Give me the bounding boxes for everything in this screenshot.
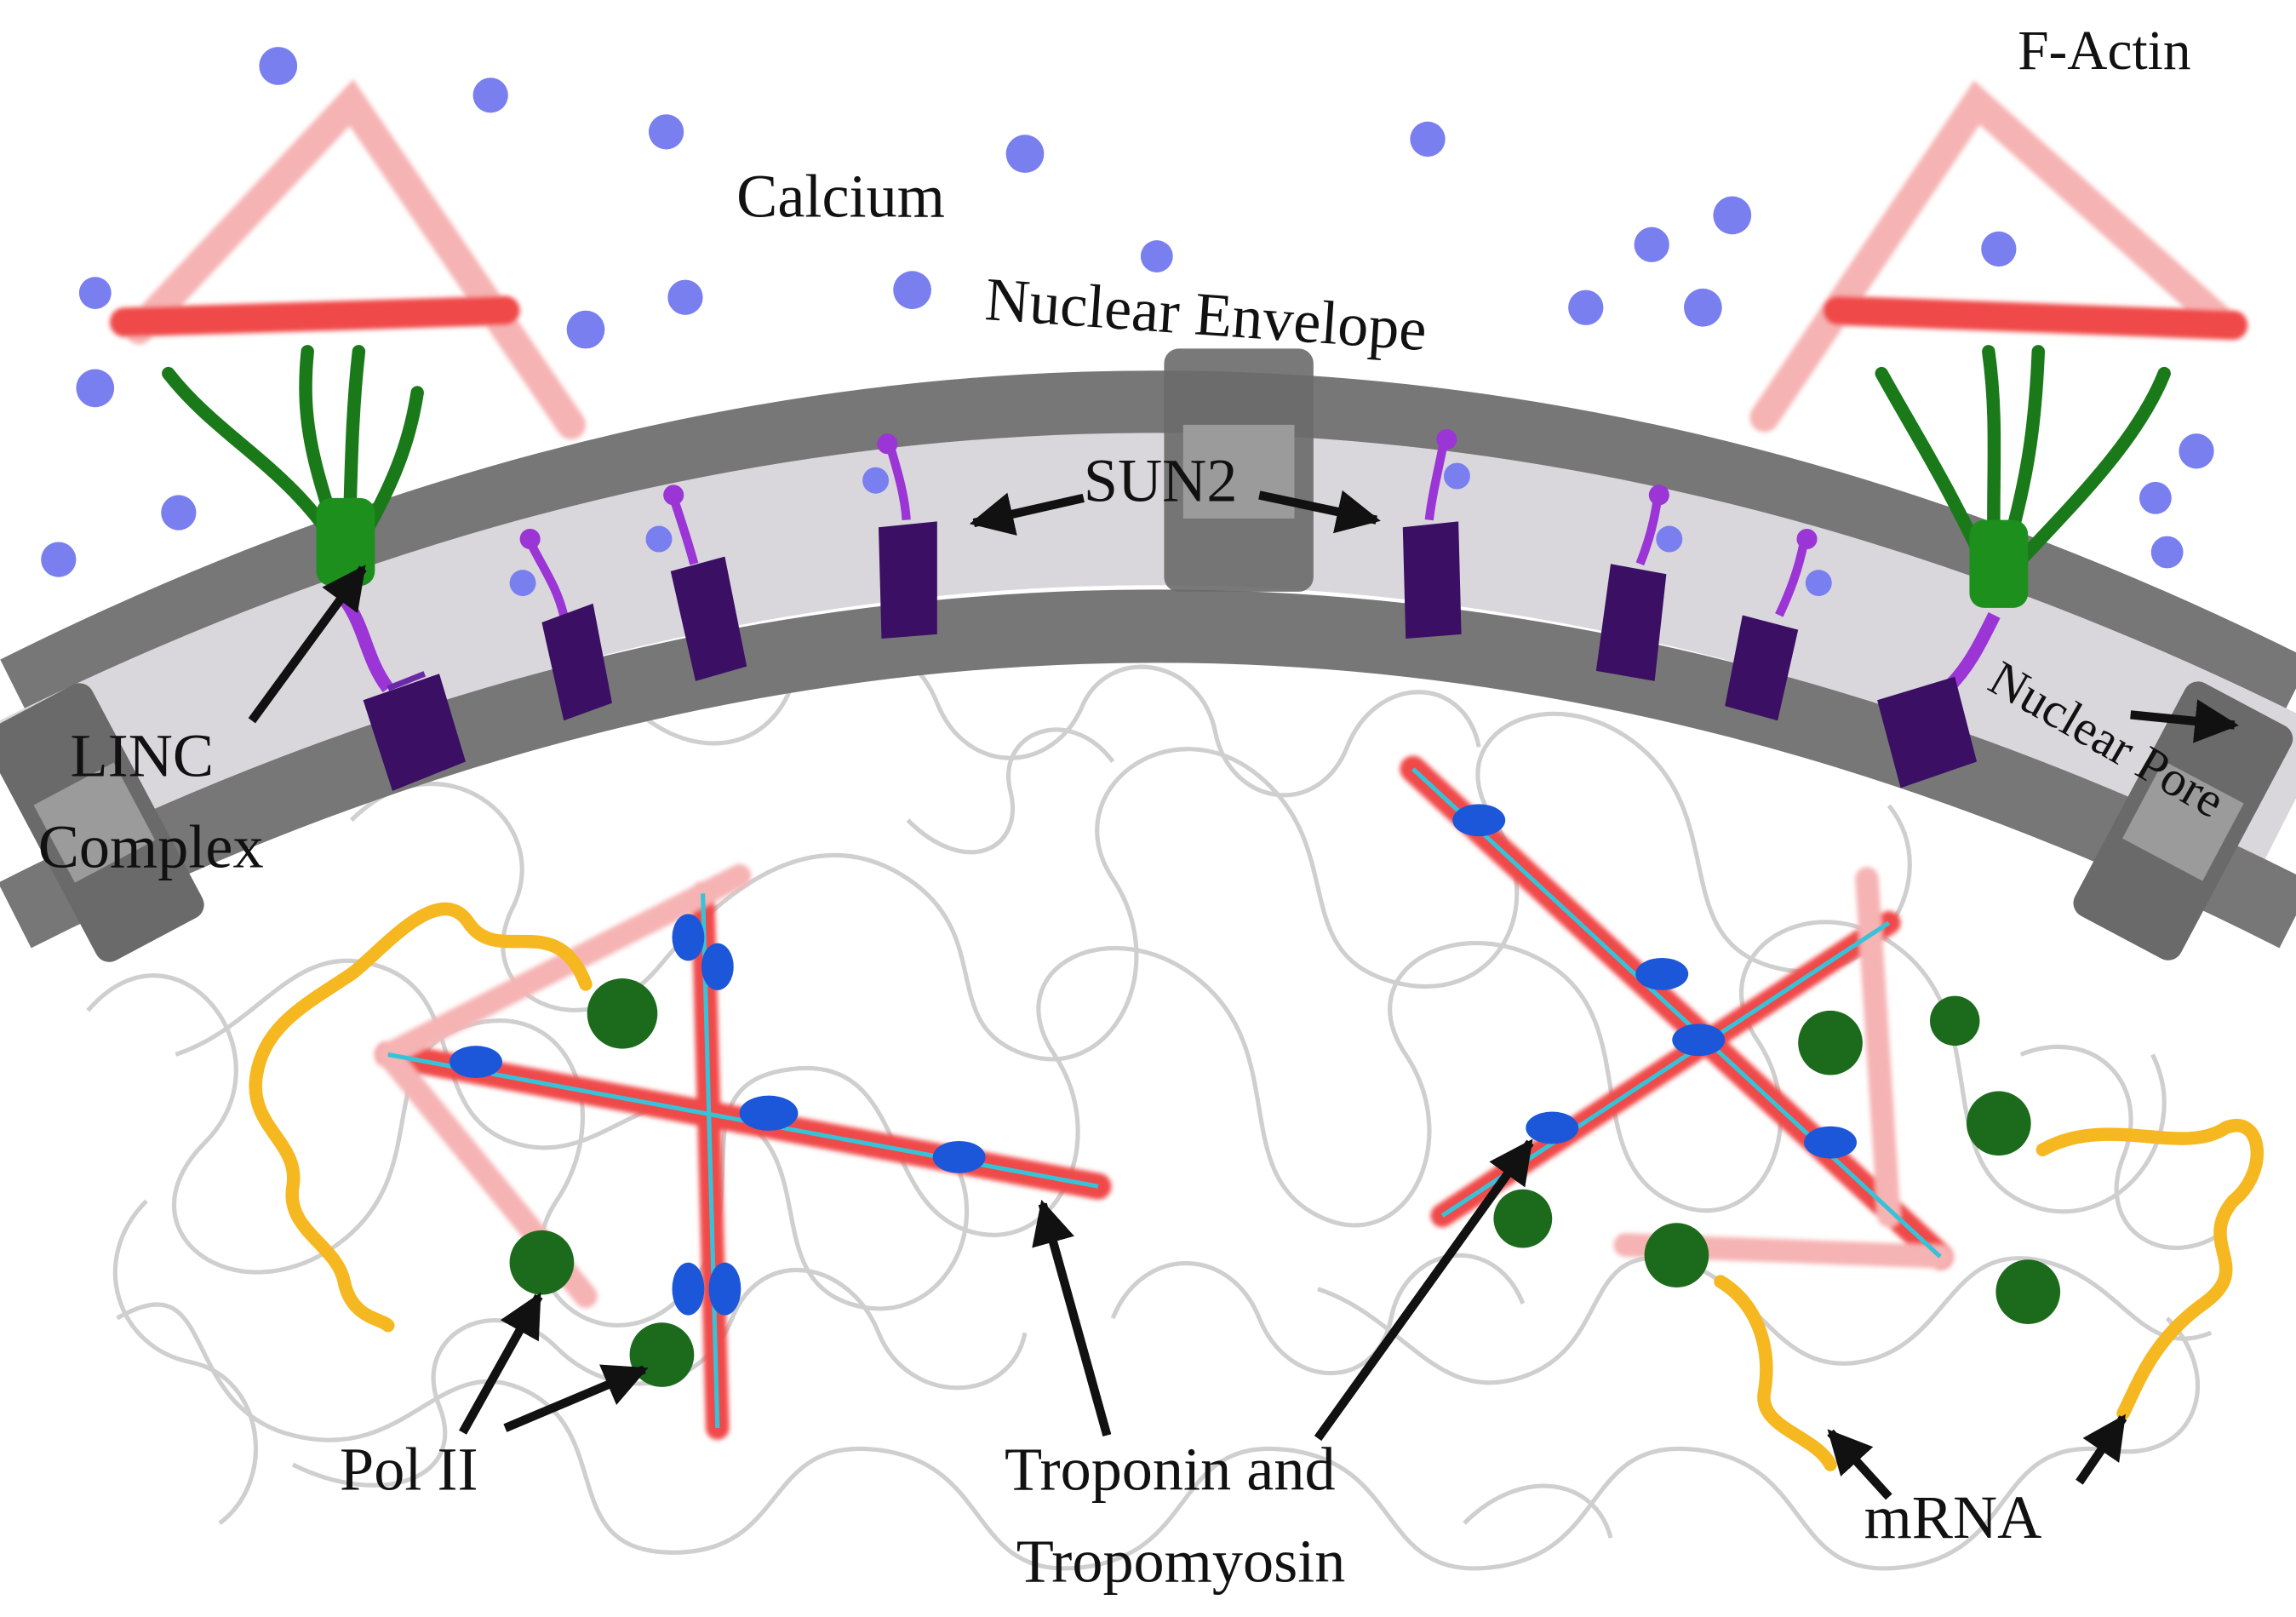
sun2-protein <box>877 433 937 639</box>
label-mrna: mRNA <box>1864 1483 2042 1551</box>
sun2-protein <box>663 485 747 681</box>
sun2-proteins <box>519 429 1818 721</box>
linc-complex-right <box>1875 345 2171 788</box>
pol-ii-complexes <box>509 978 2061 1387</box>
mrna-strands <box>249 902 2264 1471</box>
nuclear-actin-left <box>375 863 1112 1440</box>
nuclear-actin-right <box>1400 755 1954 1270</box>
label-f-actin: F-Actin <box>2018 20 2190 82</box>
calcium-ions <box>41 47 2214 597</box>
sun2-protein <box>1725 528 1818 721</box>
nuclear-envelope <box>0 348 2296 962</box>
f-actin-left <box>110 79 587 440</box>
f-actin-right <box>1749 80 2248 433</box>
nuclear-pore-left <box>0 683 204 962</box>
pointer-arrows <box>248 490 2239 1500</box>
sun2-protein <box>1402 429 1462 639</box>
nuclear-pore-right <box>2073 681 2293 960</box>
label-complex: Complex <box>38 812 264 880</box>
label-calcium: Calcium <box>736 163 945 231</box>
troponin-complexes-right <box>1452 804 1857 1159</box>
label-pol-ii: Pol II <box>340 1435 478 1503</box>
sun2-protein <box>1595 485 1669 681</box>
sun2-protein <box>519 528 612 721</box>
linc-complex-left <box>162 345 466 791</box>
label-tropomyosin: Tropomyosin <box>1016 1528 1346 1596</box>
label-sun2: SUN2 <box>1084 446 1238 514</box>
troponin-complexes-left <box>449 914 986 1316</box>
label-troponin: Troponin and <box>1005 1435 1336 1503</box>
label-linc: LINC <box>71 722 215 790</box>
